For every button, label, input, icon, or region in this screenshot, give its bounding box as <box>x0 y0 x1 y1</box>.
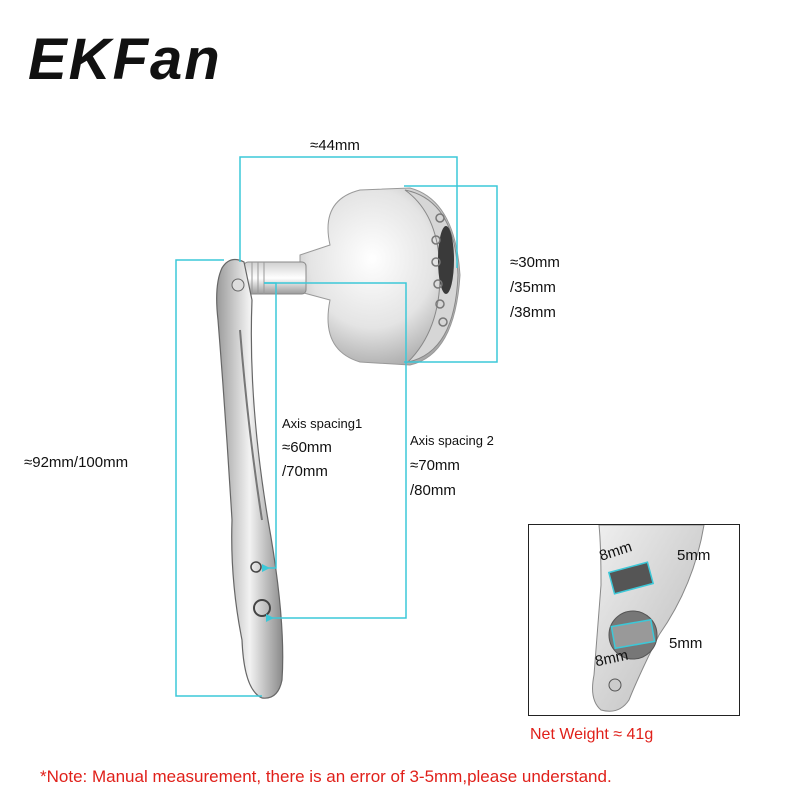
axis2-title: Axis spacing 2 <box>410 433 494 448</box>
knob <box>299 187 461 366</box>
knob-height-label-3: /38mm <box>510 304 556 321</box>
axis2-value-2: /80mm <box>410 482 456 499</box>
axis1-value-1: ≈60mm <box>282 439 332 456</box>
brand-logo: EKFan <box>28 27 222 92</box>
net-weight: Net Weight ≈ 41g <box>530 726 654 743</box>
axis2-value-1: ≈70mm <box>410 457 460 474</box>
axis2-arrow <box>266 614 274 622</box>
axis1-title: Axis spacing1 <box>282 416 363 431</box>
axis1-arrow <box>262 564 270 572</box>
dimension-lines <box>175 156 498 697</box>
hole2-height-label: 5mm <box>669 635 703 652</box>
knob-height-label-2: /35mm <box>510 279 556 296</box>
arm-detail-illustration <box>592 525 705 712</box>
shaft <box>243 261 307 295</box>
total-length-label: ≈92mm/100mm <box>24 454 129 471</box>
handle-arm <box>216 258 284 699</box>
hole1-height-label: 5mm <box>677 547 711 564</box>
detail-inset: 8mm 5mm 5mm 8mm <box>528 524 740 716</box>
measurement-note: *Note: Manual measurement, there is an e… <box>40 767 612 786</box>
knob-height-label-1: ≈30mm <box>510 254 560 271</box>
axis1-value-2: /70mm <box>282 463 328 480</box>
knob-width-label: ≈44mm <box>310 137 360 154</box>
